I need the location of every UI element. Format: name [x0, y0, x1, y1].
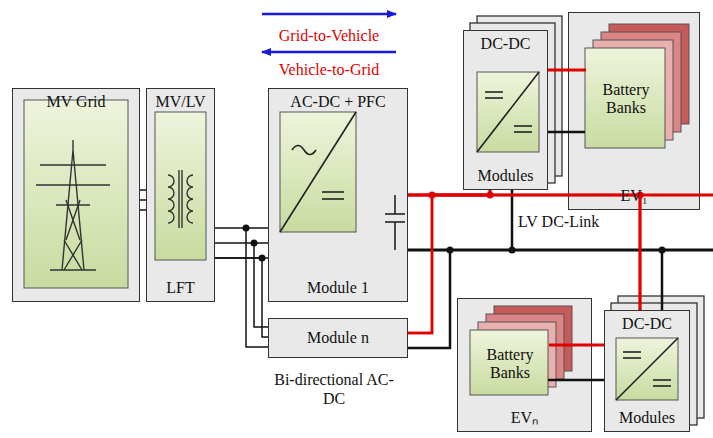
wire-connector [215, 242, 268, 244]
direction-arrow [262, 13, 396, 16]
battery-stack [470, 24, 689, 395]
node-text: Module 1 [269, 279, 407, 297]
converter-box: Module n [268, 318, 408, 358]
node-text: AC-DC + PFC [269, 93, 407, 111]
converter-symbol [477, 72, 539, 152]
direction-arrow [262, 51, 396, 54]
wire-connector [549, 344, 604, 347]
wire-connector [215, 258, 268, 337]
node-text: Modules [605, 409, 689, 427]
grid-tower-icon [24, 100, 128, 288]
node-text: MV/LV [147, 93, 214, 111]
wire-connector [408, 195, 640, 310]
wire-connector [408, 195, 640, 333]
group-caption: Bi-directional AC-DC [272, 370, 396, 408]
converter-symbol [280, 112, 356, 232]
node-text: LFT [147, 279, 214, 297]
direction-label: Grid-to-Vehicle [258, 26, 400, 45]
wire-connector [140, 199, 146, 201]
node-text: DC-DC [464, 35, 547, 53]
node-text: EVₙ [458, 409, 591, 427]
node-text: Modules [464, 167, 547, 185]
capacitor-symbol [385, 195, 405, 250]
node-text: DC-DC [605, 315, 689, 333]
wire-connector [548, 69, 586, 72]
wire-connector [408, 190, 490, 333]
wire [140, 190, 268, 347]
dc-bus [408, 132, 713, 380]
direction-label: Vehicle-to-Grid [258, 60, 400, 79]
node-text: MV Grid [13, 93, 139, 111]
transformer-icon [155, 112, 206, 260]
node-text: Module n [269, 329, 407, 347]
bus-label: LV DC-Link [518, 212, 628, 231]
converter-symbol [616, 338, 678, 400]
node-text: EV₁ [569, 187, 699, 205]
node-text: Battery Banks [586, 81, 666, 118]
node-text: Battery Banks [471, 345, 549, 382]
junction-dot [243, 192, 666, 262]
